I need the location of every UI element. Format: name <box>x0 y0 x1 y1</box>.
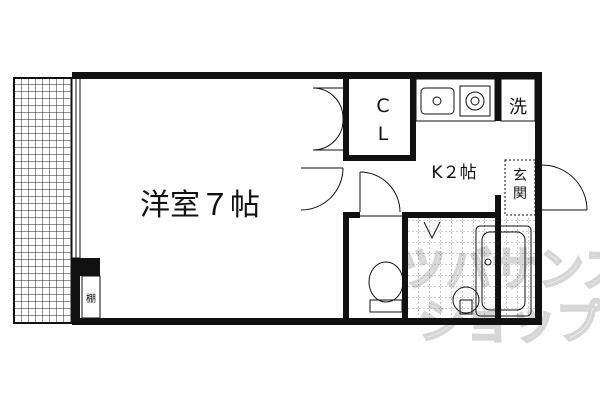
washer-label: 洗 <box>509 97 527 118</box>
bathroom <box>408 218 535 318</box>
kitchen-counter <box>415 78 496 122</box>
shelf-label: 棚 <box>86 292 96 305</box>
outer-walls <box>72 72 542 325</box>
closet-label-l: L <box>378 123 389 145</box>
window <box>71 77 81 259</box>
toilet <box>368 261 404 313</box>
doors <box>300 87 588 213</box>
shelf: 棚 <box>81 275 101 319</box>
closet-label-c: C <box>376 95 389 117</box>
entrance-label-2: 関 <box>513 186 527 202</box>
western-room-label: 洋室７帖 <box>140 188 260 223</box>
entrance-label-1: 玄 <box>513 167 527 184</box>
entrance-area: 玄 関 <box>504 159 536 216</box>
balcony <box>13 77 73 324</box>
washer-space: 洗 <box>500 78 536 122</box>
kitchen-label: K２帖 <box>431 163 476 183</box>
